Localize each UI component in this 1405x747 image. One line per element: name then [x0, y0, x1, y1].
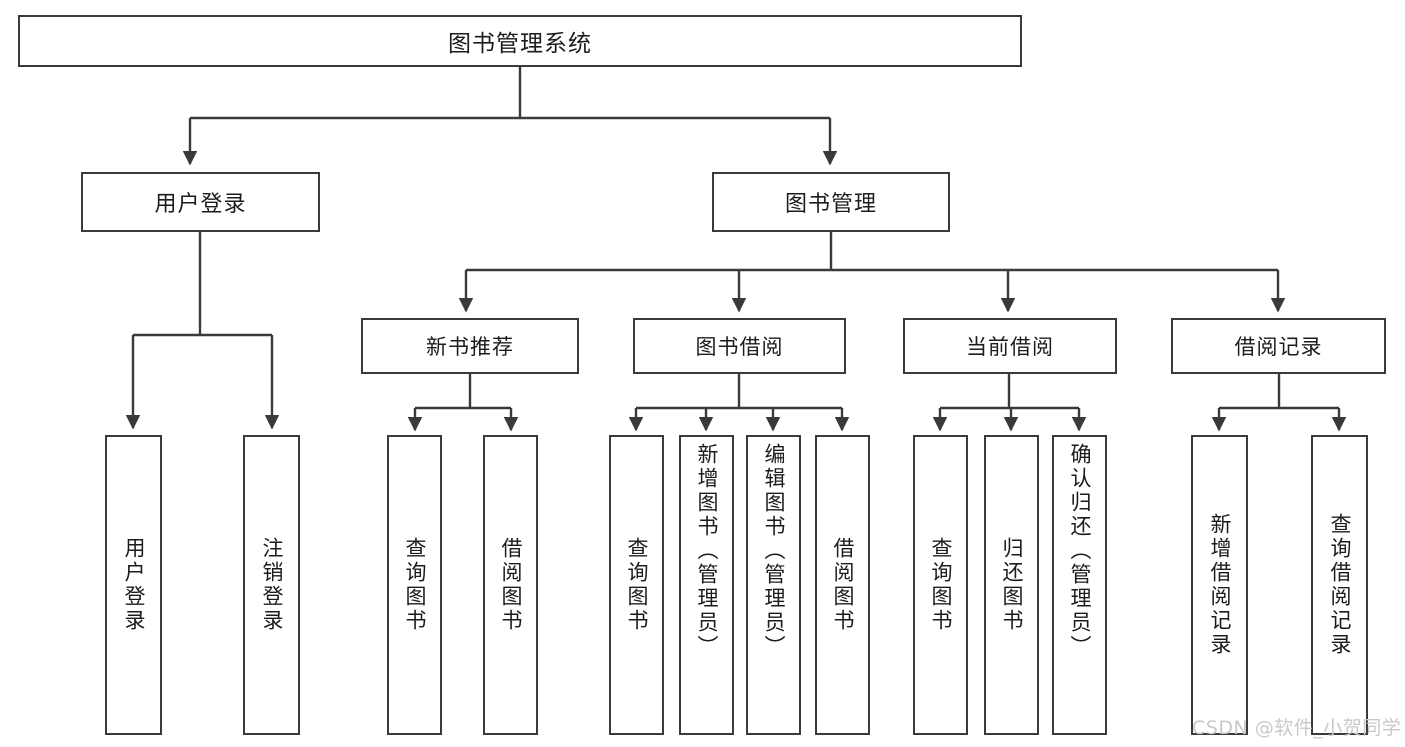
leaf-query-book-1-label: 查询图书: [403, 537, 427, 633]
node-borrow-record[interactable]: 借阅记录: [1171, 318, 1386, 374]
leaf-confirm-return[interactable]: 确认归还（管理员）: [1052, 435, 1107, 735]
leaf-edit-book-label: 编辑图书（管理员）: [762, 443, 786, 659]
csdn-watermark: CSDN @软件_小贺同学: [1192, 717, 1402, 739]
node-root-label: 图书管理系统: [448, 31, 592, 57]
leaf-query-book-2[interactable]: 查询图书: [609, 435, 664, 735]
leaf-query-book-2-label: 查询图书: [625, 537, 649, 633]
node-new-book-recommend-label: 新书推荐: [426, 335, 514, 359]
node-current-borrow-label: 当前借阅: [966, 335, 1054, 359]
node-borrow-record-label: 借阅记录: [1234, 335, 1323, 359]
leaf-add-record[interactable]: 新增借阅记录: [1191, 435, 1248, 735]
leaf-borrow-book-1-label: 借阅图书: [499, 537, 523, 633]
leaf-return-book-label: 归还图书: [1000, 537, 1024, 633]
node-book-borrow[interactable]: 图书借阅: [633, 318, 846, 374]
node-book-manage-label: 图书管理: [784, 192, 877, 217]
node-user-login[interactable]: 用户登录: [81, 172, 320, 232]
node-book-manage[interactable]: 图书管理: [712, 172, 950, 232]
leaf-query-book-1[interactable]: 查询图书: [387, 435, 442, 735]
node-user-login-label: 用户登录: [154, 192, 247, 217]
leaf-borrow-book-1[interactable]: 借阅图书: [483, 435, 538, 735]
leaf-logout[interactable]: 注销登录: [243, 435, 300, 735]
leaf-confirm-return-label: 确认归还（管理员）: [1068, 443, 1092, 659]
leaf-edit-book[interactable]: 编辑图书（管理员）: [746, 435, 801, 735]
leaf-logout-label: 注销登录: [260, 537, 284, 633]
leaf-query-book-3[interactable]: 查询图书: [913, 435, 968, 735]
leaf-user-login[interactable]: 用户登录: [105, 435, 162, 735]
leaf-user-login-label: 用户登录: [122, 537, 146, 633]
leaf-borrow-book-2[interactable]: 借阅图书: [815, 435, 870, 735]
node-root[interactable]: 图书管理系统: [18, 15, 1022, 67]
leaf-borrow-book-2-label: 借阅图书: [831, 537, 855, 633]
leaf-add-book-label: 新增图书（管理员）: [695, 443, 719, 659]
leaf-return-book[interactable]: 归还图书: [984, 435, 1039, 735]
leaf-add-book[interactable]: 新增图书（管理员）: [679, 435, 734, 735]
node-book-borrow-label: 图书借阅: [695, 335, 784, 359]
leaf-query-record-label: 查询借阅记录: [1328, 513, 1352, 657]
leaf-query-book-3-label: 查询图书: [929, 537, 953, 633]
node-new-book-recommend[interactable]: 新书推荐: [361, 318, 579, 374]
leaf-query-record[interactable]: 查询借阅记录: [1311, 435, 1368, 735]
node-current-borrow[interactable]: 当前借阅: [903, 318, 1117, 374]
leaf-add-record-label: 新增借阅记录: [1208, 513, 1232, 657]
